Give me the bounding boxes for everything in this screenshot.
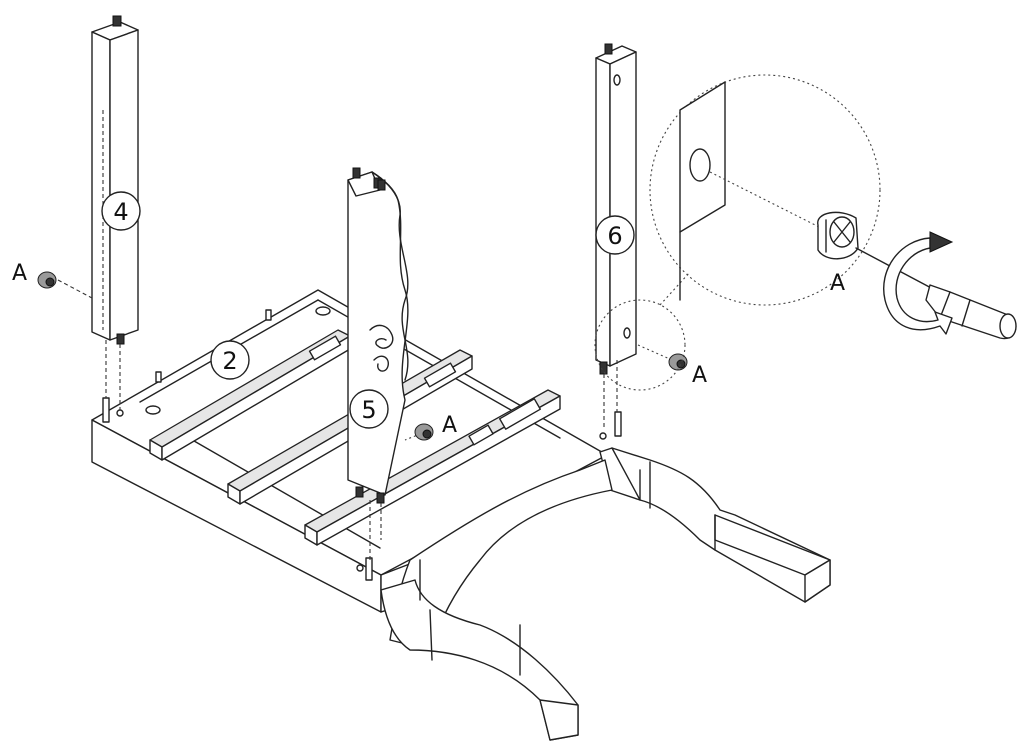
svg-text:4: 4 [113, 198, 128, 226]
part-label-leg-center: 5 [349, 389, 389, 429]
fitting-label-left: A [12, 261, 27, 286]
cam-fitting-left [37, 271, 57, 289]
drawer-slide-1 [149, 329, 351, 461]
drawer-slide-3 [304, 389, 561, 546]
part-label-leg-left: 4 [101, 191, 141, 231]
fitting-label-right: A [692, 363, 707, 388]
part-label-board: 2 [210, 340, 250, 380]
fitting-label-detail: A [830, 271, 845, 296]
rotation-arrow-icon [883, 231, 954, 335]
leg-right [595, 43, 673, 430]
svg-text:6: 6 [607, 222, 622, 250]
fitting-label-center: A [442, 413, 457, 438]
svg-text:5: 5 [361, 396, 376, 424]
part-label-leg-right: 6 [595, 215, 635, 255]
cam-fitting-detail [817, 211, 859, 260]
cam-fitting-right [668, 353, 688, 371]
leg-left [57, 15, 139, 410]
cam-fitting-center [414, 423, 434, 441]
detail-callout [594, 74, 1017, 391]
svg-text:2: 2 [222, 347, 237, 375]
